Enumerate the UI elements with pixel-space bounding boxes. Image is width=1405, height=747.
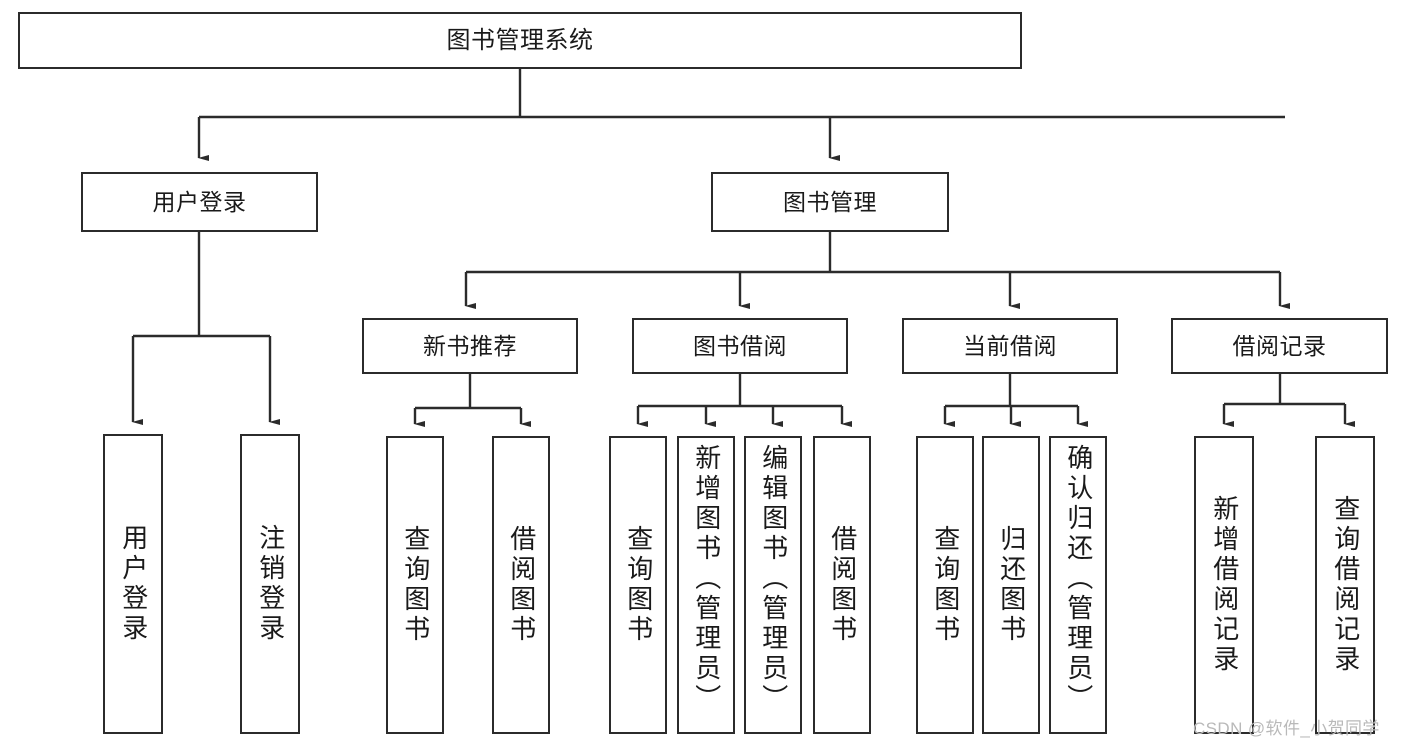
leaf-logout[interactable]: 注销登录 [240, 434, 300, 734]
node-new-book-recommend[interactable]: 新书推荐 [362, 318, 578, 374]
node-book-borrow-label: 图书借阅 [693, 332, 787, 359]
leaf-query-record[interactable]: 查询借阅记录 [1315, 436, 1375, 734]
node-user-login-label: 用户登录 [152, 188, 247, 215]
leaf-logout-label: 注销登录 [255, 524, 286, 644]
node-new-book-recommend-label: 新书推荐 [423, 332, 517, 359]
leaf-confirm-return-label: 确认归还（管理员） [1063, 444, 1094, 714]
node-root[interactable]: 图书管理系统 [18, 12, 1022, 69]
leaf-edit-book-label: 编辑图书（管理员） [758, 444, 789, 714]
leaf-add-book-label: 新增图书（管理员） [691, 444, 722, 714]
node-book-manage[interactable]: 图书管理 [711, 172, 949, 232]
csdn-watermark: CSDN @软件_小贺同学 [1193, 719, 1380, 738]
leaf-query-book-2[interactable]: 查询图书 [609, 436, 667, 734]
leaf-borrow-book-2[interactable]: 借阅图书 [813, 436, 871, 734]
node-root-label: 图书管理系统 [446, 26, 594, 54]
leaf-query-book-3-label: 查询图书 [930, 525, 961, 645]
leaf-query-record-label: 查询借阅记录 [1330, 495, 1361, 675]
node-user-login[interactable]: 用户登录 [81, 172, 318, 232]
leaf-add-book[interactable]: 新增图书（管理员） [677, 436, 735, 734]
leaf-user-login-label: 用户登录 [118, 524, 149, 644]
leaf-query-book-3[interactable]: 查询图书 [916, 436, 974, 734]
leaf-borrow-book-2-label: 借阅图书 [827, 525, 858, 645]
leaf-query-book-1-label: 查询图书 [400, 525, 431, 645]
node-book-borrow[interactable]: 图书借阅 [632, 318, 848, 374]
node-book-manage-label: 图书管理 [783, 188, 877, 215]
leaf-edit-book[interactable]: 编辑图书（管理员） [744, 436, 802, 734]
node-current-borrow-label: 当前借阅 [963, 332, 1057, 359]
node-borrow-record[interactable]: 借阅记录 [1171, 318, 1388, 374]
leaf-return-book[interactable]: 归还图书 [982, 436, 1040, 734]
leaf-user-login[interactable]: 用户登录 [103, 434, 163, 734]
node-borrow-record-label: 借阅记录 [1232, 332, 1327, 359]
leaf-borrow-book-1-label: 借阅图书 [506, 525, 537, 645]
leaf-query-book-1[interactable]: 查询图书 [386, 436, 444, 734]
leaf-query-book-2-label: 查询图书 [623, 525, 654, 645]
leaf-add-record-label: 新增借阅记录 [1209, 495, 1240, 675]
leaf-add-record[interactable]: 新增借阅记录 [1194, 436, 1254, 734]
leaf-confirm-return[interactable]: 确认归还（管理员） [1049, 436, 1107, 734]
leaf-return-book-label: 归还图书 [996, 525, 1027, 645]
node-current-borrow[interactable]: 当前借阅 [902, 318, 1118, 374]
leaf-borrow-book-1[interactable]: 借阅图书 [492, 436, 550, 734]
